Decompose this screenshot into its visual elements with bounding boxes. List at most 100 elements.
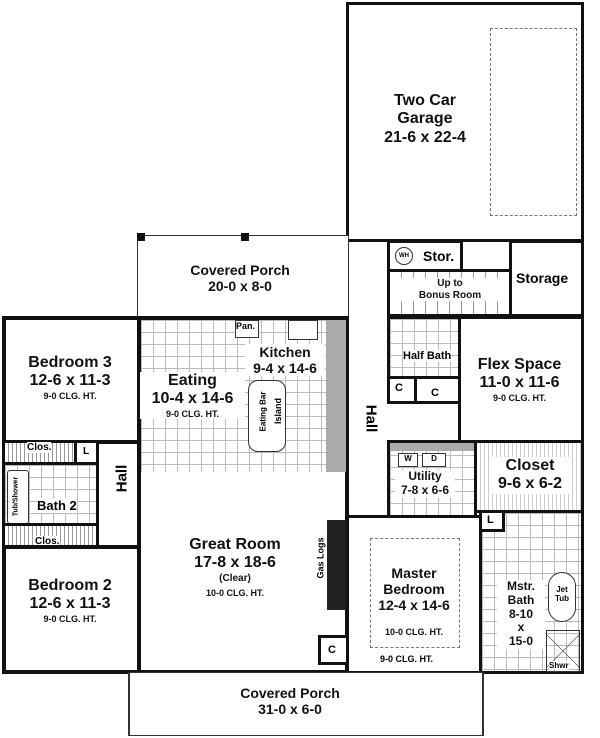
bedroom-2-dims: 12-6 x 11-3 bbox=[29, 595, 111, 613]
bath-2-label: Bath 2 bbox=[37, 498, 77, 513]
washer-label: W bbox=[404, 454, 412, 463]
garage-parking-area bbox=[490, 28, 577, 216]
master-ceiling-2: 9-0 CLG. HT. bbox=[380, 654, 434, 664]
garage-dims: 21-6 x 22-4 bbox=[384, 128, 466, 146]
utility-counter bbox=[390, 443, 474, 451]
pantry: Pan. bbox=[235, 320, 259, 338]
front-porch bbox=[128, 672, 484, 736]
closet-c1-label: C bbox=[395, 382, 403, 394]
half-bath bbox=[387, 316, 461, 379]
master-ceiling-1: 10-0 CLG. HT. bbox=[384, 627, 443, 638]
jet-tub-line1: Jet bbox=[556, 585, 568, 594]
garage-name-2: Garage bbox=[397, 110, 453, 128]
closet-bedroom-2: Clos. bbox=[2, 523, 99, 548]
clos-b2-label: Clos. bbox=[35, 536, 60, 547]
hall-left-label: Hall bbox=[113, 464, 131, 493]
clos-b3-label: Clos. bbox=[27, 442, 52, 453]
pantry-label: Pan. bbox=[236, 321, 256, 331]
stairs-label: Up to Bonus Room bbox=[395, 278, 505, 301]
master-linen-label: L bbox=[487, 514, 494, 526]
closet-label: Closet 9-6 x 6-2 bbox=[490, 457, 570, 494]
stor-label: Stor. bbox=[423, 248, 455, 264]
mbath-line1: Mstr. bbox=[506, 579, 535, 593]
utility-name: Utility bbox=[408, 469, 442, 483]
garage-name-1: Two Car bbox=[394, 92, 456, 109]
flex-ceiling: 9-0 CLG. HT. bbox=[492, 392, 546, 403]
eating-bar-label: Eating Bar bbox=[258, 391, 268, 432]
dryer-label: D bbox=[431, 454, 437, 463]
kitchen-name: Kitchen bbox=[259, 344, 311, 360]
stairs-line1: Up to bbox=[437, 278, 463, 289]
flex-dims: 11-0 x 11-6 bbox=[479, 374, 560, 392]
tub-label: Tub/Shower bbox=[12, 476, 20, 517]
eating-dims: 10-4 x 14-6 bbox=[151, 390, 234, 408]
linen-label: L bbox=[83, 446, 90, 457]
storage-label: Storage bbox=[516, 270, 569, 286]
storage bbox=[509, 240, 584, 317]
bedroom-3-name: Bedroom 3 bbox=[28, 354, 112, 371]
fireplace bbox=[327, 520, 347, 610]
kitchen-dims: 9-4 x 14-6 bbox=[253, 360, 317, 377]
water-heater-icon: WH bbox=[395, 247, 413, 265]
utility-label: Utility 7-8 x 6-6 bbox=[395, 469, 455, 498]
garage bbox=[346, 2, 584, 242]
master-name-1: Master bbox=[391, 565, 437, 581]
island-label: Island bbox=[273, 397, 284, 425]
porch-post bbox=[137, 233, 145, 241]
master-tray-ceiling bbox=[370, 538, 460, 648]
mbath-dims2: x bbox=[517, 620, 525, 635]
great-room-name: Great Room bbox=[189, 536, 281, 553]
eating-label: Eating 10-4 x 14-6 9-0 CLG. HT. bbox=[140, 372, 245, 420]
half-bath-label: Half Bath bbox=[403, 350, 452, 362]
bedroom-2-label: Bedroom 2 12-6 x 11-3 9-0 CLG. HT. bbox=[10, 577, 130, 624]
gas-logs-label: Gas Logs bbox=[315, 537, 326, 579]
wh-label: WH bbox=[399, 253, 409, 259]
great-room-dims: 17-8 x 18-6 bbox=[194, 554, 276, 572]
garage-label: Two Car Garage 21-6 x 22-4 bbox=[370, 92, 480, 147]
closet-dims: 9-6 x 6-2 bbox=[497, 475, 563, 493]
rear-porch-label: Covered Porch 20-0 x 8-0 bbox=[160, 262, 320, 294]
jet-tub-line2: Tub bbox=[554, 594, 570, 603]
rear-porch-dims: 20-0 x 8-0 bbox=[208, 278, 272, 295]
rear-porch bbox=[137, 235, 349, 320]
bedroom-3-dims: 12-6 x 11-3 bbox=[29, 372, 111, 390]
master-dims: 12-4 x 14-6 bbox=[378, 597, 450, 614]
flex-space-label: Flex Space 11-0 x 11-6 9-0 CLG. HT. bbox=[462, 356, 577, 403]
front-porch-dims: 31-0 x 6-0 bbox=[258, 701, 322, 718]
island: Eating Bar Island bbox=[248, 380, 286, 452]
great-room-closet-label: C bbox=[328, 644, 336, 656]
hall-right-label: Hall bbox=[362, 404, 380, 433]
closet-name: Closet bbox=[505, 457, 555, 474]
kitchen-counter bbox=[326, 320, 346, 474]
shower-label: Shwr bbox=[549, 661, 569, 670]
mbath-line2: Bath bbox=[507, 592, 535, 607]
shower: Shwr bbox=[546, 630, 580, 672]
mbath-dims1: 8-10 bbox=[508, 606, 534, 621]
bedroom-2-name: Bedroom 2 bbox=[28, 577, 112, 594]
master-bath-label: Mstr. Bath 8-10 x 15-0 bbox=[497, 579, 545, 649]
mbath-dims3: 15-0 bbox=[508, 634, 534, 649]
tub-shower: Tub/Shower bbox=[7, 470, 29, 524]
master-linen: L bbox=[479, 510, 505, 532]
washer: W bbox=[398, 453, 418, 467]
stairs-line2: Bonus Room bbox=[418, 289, 482, 301]
great-room-note: (Clear) bbox=[219, 572, 251, 584]
bedroom-2 bbox=[2, 545, 141, 674]
utility-dims: 7-8 x 6-6 bbox=[400, 482, 450, 497]
great-room-label: Great Room 17-8 x 18-6 (Clear) 10-0 CLG.… bbox=[165, 536, 305, 599]
dryer: D bbox=[422, 453, 446, 467]
master-label: Master Bedroom 12-4 x 14-6 10-0 CLG. HT. bbox=[360, 565, 468, 638]
front-porch-label: Covered Porch 31-0 x 6-0 bbox=[210, 685, 370, 717]
closet-c2-label: C bbox=[431, 387, 439, 399]
sink-icon bbox=[288, 320, 318, 340]
closet-c1: C bbox=[387, 376, 417, 404]
bedroom-3-ceiling: 9-0 CLG. HT. bbox=[43, 390, 97, 401]
eating-ceiling: 9-0 CLG. HT. bbox=[165, 408, 219, 419]
master-name-2: Bedroom bbox=[383, 581, 445, 598]
front-porch-name: Covered Porch bbox=[240, 685, 340, 701]
eating-name: Eating bbox=[168, 372, 217, 389]
flex-name: Flex Space bbox=[477, 356, 562, 373]
bedroom-2-ceiling: 9-0 CLG. HT. bbox=[43, 613, 97, 624]
rear-porch-name: Covered Porch bbox=[190, 262, 290, 278]
